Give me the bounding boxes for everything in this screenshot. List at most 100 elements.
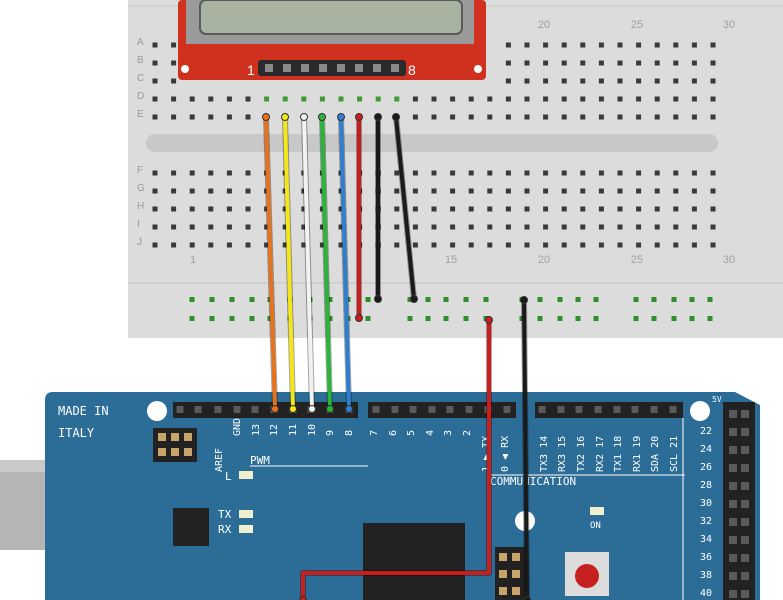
breadboard-hole (524, 42, 530, 48)
breadboard-hole (375, 96, 381, 102)
breadboard-hole (524, 96, 530, 102)
side-pin (729, 518, 737, 526)
breadboard-hole (319, 224, 325, 230)
side-pin-label: 33 (760, 516, 772, 527)
breadboard-hole (636, 60, 642, 66)
breadboard-hole (710, 188, 716, 194)
breadboard-hole (710, 242, 716, 248)
row-label: A (137, 37, 144, 48)
breadboard-hole (598, 96, 604, 102)
breadboard-hole (431, 170, 437, 176)
icsp-pin (184, 448, 192, 456)
breadboard-hole (152, 114, 158, 120)
breadboard-hole (505, 206, 511, 212)
breadboard-col-numbers-bottom: 1 15 20 25 30 (190, 254, 735, 266)
breadboard-hole (505, 42, 511, 48)
breadboard-hole (654, 78, 660, 84)
pin-label: 7 (369, 430, 380, 436)
breadboard-hole (673, 224, 679, 230)
breadboard-hole (319, 206, 325, 212)
on-label: ON (590, 521, 601, 531)
rail-hole (593, 297, 599, 302)
pin-label: 3 (443, 430, 454, 436)
breadboard-hole (543, 242, 549, 248)
breadboard-hole (691, 42, 697, 48)
breadboard-hole (171, 206, 177, 212)
breadboard-hole (171, 188, 177, 194)
breadboard-hole (505, 242, 511, 248)
col-number: 25 (631, 254, 643, 266)
side-pin (741, 518, 749, 526)
breadboard-hole (412, 114, 418, 120)
breadboard-hole (654, 114, 660, 120)
breadboard-hole (450, 242, 456, 248)
breadboard-hole (505, 114, 511, 120)
pin-label: 4 (425, 430, 436, 436)
side-pin (729, 428, 737, 436)
breadboard-hole (264, 224, 270, 230)
breadboard-hole (598, 170, 604, 176)
breadboard-hole (338, 206, 344, 212)
breadboard-hole (171, 114, 177, 120)
col-number: 15 (445, 254, 457, 266)
breadboard-hole (543, 114, 549, 120)
breadboard-hole (357, 96, 363, 102)
header-pin (594, 406, 602, 413)
breadboard-hole (636, 96, 642, 102)
breadboard-hole (282, 206, 288, 212)
red-wire (301, 318, 491, 600)
side-pin-label: 35 (760, 534, 772, 545)
icsp-pin (499, 570, 507, 578)
breadboard-hole (468, 242, 474, 248)
breadboard-hole (561, 60, 567, 66)
breadboard-hole (598, 206, 604, 212)
red-wire-end (299, 596, 307, 600)
blue-wire-end (345, 405, 353, 413)
row-label: J (137, 237, 142, 248)
side-pin-label: 38 (700, 570, 712, 581)
breadboard-hole (636, 78, 642, 84)
rail-hole (229, 297, 235, 302)
col-number: 30 (723, 19, 735, 31)
row-label: F (137, 165, 143, 176)
breadboard-hole (450, 188, 456, 194)
breadboard-hole (338, 96, 344, 102)
made-in-text: MADE IN (58, 404, 109, 418)
side-pin-label: 24 (700, 444, 712, 455)
breadboard-hole (505, 60, 511, 66)
lcd-pin (265, 64, 273, 72)
breadboard-hole (654, 170, 660, 176)
breadboard-hole (468, 170, 474, 176)
green-wire-end (326, 405, 334, 413)
breadboard-hole (431, 96, 437, 102)
side-pin-label: 31 (760, 498, 772, 509)
rail-hole (557, 297, 563, 302)
breadboard-hole (654, 60, 660, 66)
breadboard-hole (543, 170, 549, 176)
icsp-pin (499, 553, 507, 561)
reset-button[interactable] (575, 564, 599, 588)
icsp-pin (158, 448, 166, 456)
pin-label: 11 (288, 424, 299, 436)
rail-hole (537, 297, 543, 302)
breadboard-hole (338, 224, 344, 230)
icsp-pin (171, 448, 179, 456)
rail-hole (189, 297, 195, 302)
pin-label: 10 (307, 424, 318, 436)
pin-label: 9 (325, 430, 336, 436)
breadboard-hole (152, 224, 158, 230)
rail-hole (575, 316, 581, 321)
breadboard-hole (152, 206, 158, 212)
breadboard-hole (561, 224, 567, 230)
breadboard-hole (338, 242, 344, 248)
col-number: 20 (538, 19, 550, 31)
breadboard-hole (636, 224, 642, 230)
breadboard-hole (282, 224, 288, 230)
breadboard-hole (654, 224, 660, 230)
row-label: B (137, 55, 144, 66)
tx-led-label: TX (218, 508, 232, 521)
breadboard-hole (301, 96, 307, 102)
breadboard-hole (617, 114, 623, 120)
red-wire-end (355, 314, 363, 322)
rail-hole (557, 316, 563, 321)
